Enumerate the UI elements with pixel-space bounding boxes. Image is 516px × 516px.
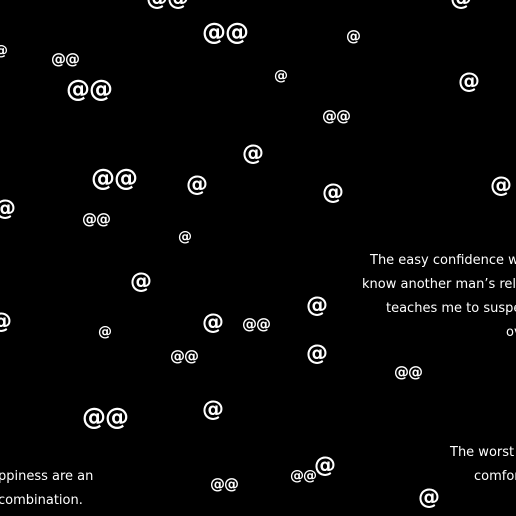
quote-line: ppiness are an: [0, 469, 94, 484]
at-symbol-glyph: @: [0, 311, 12, 333]
at-symbol-glyph: @@: [91, 164, 138, 192]
at-symbol-glyph: @: [274, 68, 288, 84]
at-symbol-glyph: @@: [82, 403, 129, 431]
quote-right-middle: The easy confidence wit know another man…: [360, 249, 516, 345]
at-symbol-glyph: @@: [146, 0, 189, 10]
at-symbol-glyph: @: [314, 453, 336, 478]
at-symbol-glyph: @@: [242, 315, 271, 333]
at-symbol-glyph: @: [322, 180, 344, 205]
at-symbol-glyph: @: [98, 324, 112, 340]
at-symbol-glyph: @: [178, 229, 192, 245]
at-symbol-glyph: @@: [290, 468, 317, 484]
at-symbol-glyph: @@: [394, 363, 423, 381]
quote-line: teaches me to suspec: [386, 301, 516, 316]
at-symbol-glyph: @: [186, 172, 208, 197]
at-symbol-glyph: @: [0, 198, 16, 220]
at-symbol-glyph: @: [130, 269, 152, 294]
at-symbol-glyph: @: [306, 293, 328, 318]
at-symbol-glyph: @: [458, 69, 480, 94]
quote-line: know another man’s religi: [362, 277, 516, 292]
quote-right-bottom: The worst t comfor: [450, 441, 516, 489]
at-symbol-glyph: @@: [170, 347, 199, 365]
quote-left-bottom: ppiness are an combination.: [0, 465, 128, 513]
at-symbol-glyph: @: [202, 397, 224, 422]
at-symbol-glyph: @@: [202, 18, 249, 46]
at-symbol-glyph: @: [450, 0, 472, 10]
quote-line: comfor: [474, 469, 516, 484]
at-symbol-glyph: @@: [51, 50, 80, 68]
quote-line: combination.: [0, 493, 83, 508]
at-symbol-glyph: @: [346, 27, 361, 45]
quote-line: ov: [506, 325, 516, 340]
at-symbol-glyph: @: [490, 173, 512, 198]
at-symbol-glyph: @@: [322, 107, 351, 125]
at-symbol-glyph: @@: [66, 75, 113, 103]
quote-line: The worst t: [450, 445, 516, 460]
at-symbol-glyph: @: [242, 141, 264, 166]
quote-line: The easy confidence wit: [370, 253, 516, 268]
at-symbol-glyph: @: [306, 341, 328, 366]
at-symbol-glyph: @: [418, 485, 440, 510]
at-symbol-glyph: @@: [210, 475, 239, 493]
at-symbol-glyph: @: [202, 310, 224, 335]
at-symbol-glyph: @: [0, 44, 8, 58]
at-symbol-glyph: @@: [82, 210, 111, 228]
